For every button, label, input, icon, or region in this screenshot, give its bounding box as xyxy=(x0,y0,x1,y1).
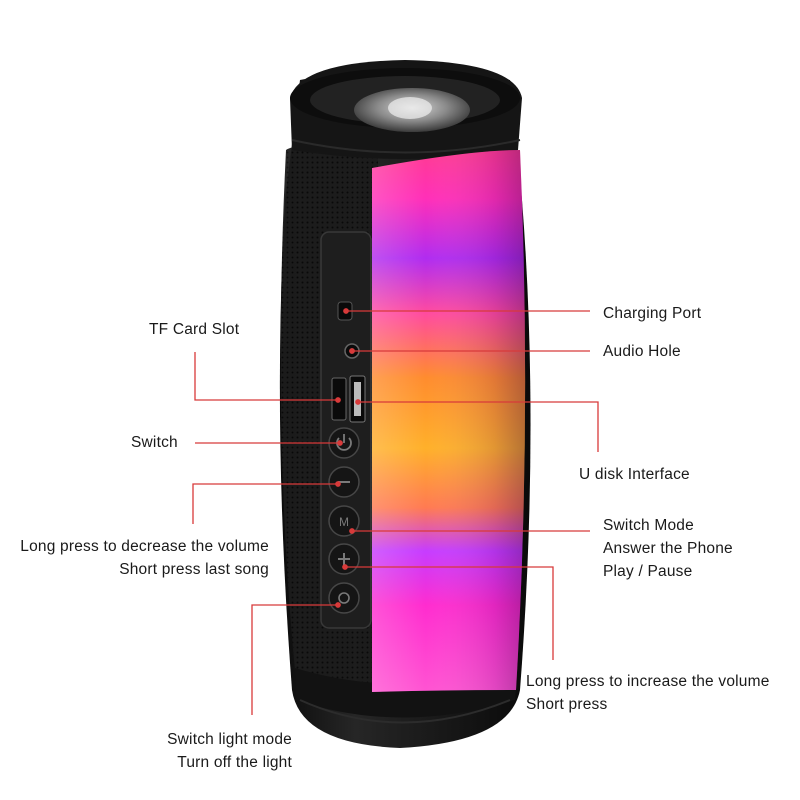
light-mode-line-2: Turn off the light xyxy=(177,754,292,771)
light-mode-label: Switch light mode Turn off the light xyxy=(167,728,292,774)
rgb-light-panel xyxy=(372,150,526,692)
volume-down-button xyxy=(328,466,360,498)
light-button xyxy=(328,582,360,614)
leader-increase-volume xyxy=(345,566,554,660)
light-mode-line-1: Switch light mode xyxy=(167,731,292,748)
leader-light-mode xyxy=(251,604,338,715)
charging-port-label: Charging Port xyxy=(603,302,701,325)
svg-text:M: M xyxy=(339,515,349,529)
increase-volume-label: Long press to increase the volume Short … xyxy=(526,670,770,716)
leader-lines xyxy=(192,308,599,715)
decrease-volume-line-2: Short press last song xyxy=(119,561,269,578)
tf-card-slot-text: TF Card Slot xyxy=(149,321,240,338)
audio-hole-text: Audio Hole xyxy=(603,343,681,360)
decrease-volume-label: Long press to decrease the volume Short … xyxy=(20,535,269,581)
decrease-volume-line-1: Long press to decrease the volume xyxy=(20,538,269,555)
increase-volume-line-2: Short press xyxy=(526,696,608,713)
u-disk-interface-label: U disk Interface xyxy=(579,463,690,486)
u-disk-interface-text: U disk Interface xyxy=(579,466,690,483)
leader-decrease-volume xyxy=(192,483,338,524)
switch-mode-line-1: Switch Mode xyxy=(603,517,694,534)
leader-tf-card-slot xyxy=(194,352,338,401)
switch-label: Switch xyxy=(131,431,178,454)
control-panel: M xyxy=(320,231,372,629)
audio-hole-label: Audio Hole xyxy=(603,340,681,363)
speaker-top-cap xyxy=(290,60,522,159)
increase-volume-line-1: Long press to increase the volume xyxy=(526,673,770,690)
switch-mode-line-2: Answer the Phone xyxy=(603,540,733,557)
charging-port-text: Charging Port xyxy=(603,305,702,322)
leader-u-disk xyxy=(358,401,599,452)
switch-text: Switch xyxy=(131,434,178,451)
switch-mode-label: Switch Mode Answer the Phone Play / Paus… xyxy=(603,514,733,583)
tf-card-slot-label: TF Card Slot xyxy=(149,318,239,341)
switch-mode-line-3: Play / Pause xyxy=(603,563,693,580)
